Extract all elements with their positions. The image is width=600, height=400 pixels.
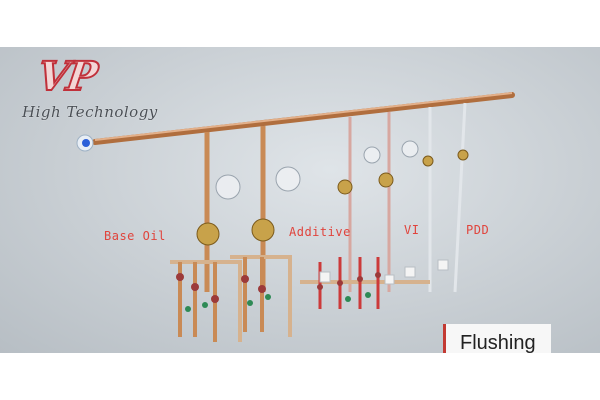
label-base-oil: Base Oil — [104, 229, 166, 243]
logo-tagline: High Technology — [22, 103, 158, 121]
pipeline-illustration — [76, 92, 515, 342]
label-additive: Additive — [289, 225, 351, 239]
label-vi: VI — [404, 223, 420, 237]
caption-badge: Flushing — [443, 324, 551, 353]
label-pdd: PDD — [466, 223, 490, 237]
caption-text: Flushing — [460, 332, 536, 353]
logo-mark: VP — [34, 52, 100, 101]
video-frame: VP High Technology Base Oil Additive VI … — [0, 47, 600, 353]
